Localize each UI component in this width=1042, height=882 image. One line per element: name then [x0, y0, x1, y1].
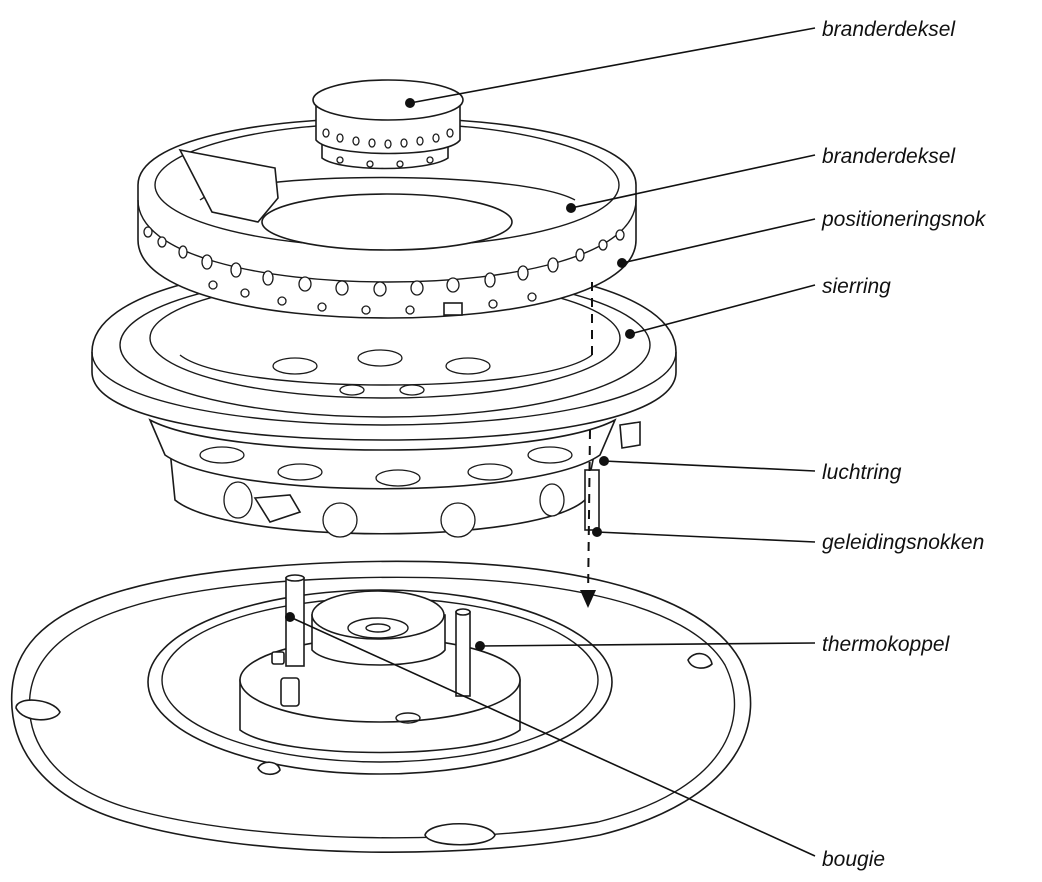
burner-cap-part	[312, 79, 464, 170]
base-plate	[10, 560, 752, 853]
label-spark-plug: bougie	[822, 848, 885, 871]
leader-lines	[285, 27, 816, 857]
leader-burner-cap	[409, 27, 816, 104]
label-trim-ring: sierring	[822, 275, 891, 298]
label-burner-crown: branderdeksel	[822, 145, 956, 168]
crown-flame-ports	[143, 226, 625, 315]
leader-burner-crown	[570, 154, 816, 209]
label-burner-cap: branderdeksel	[822, 18, 956, 41]
leader-trim-ring	[629, 284, 816, 335]
label-thermocouple: thermokoppel	[822, 633, 951, 656]
leader-thermocouple	[479, 642, 816, 647]
leader-spark-plug	[289, 616, 816, 857]
alignment-arrowhead	[580, 590, 596, 608]
leader-guide-cams	[596, 531, 816, 543]
air-ring-part	[148, 418, 641, 538]
part-labels: branderdeksel branderdeksel positionerin…	[821, 18, 987, 871]
leader-positioning-cam	[621, 218, 816, 264]
leader-air-ring	[603, 460, 816, 472]
label-guide-cams: geleidingsnokken	[822, 531, 984, 554]
alignment-guide-line	[580, 282, 596, 608]
label-air-ring: luchtring	[822, 461, 902, 484]
label-positioning-cam: positioneringsnok	[821, 208, 987, 231]
